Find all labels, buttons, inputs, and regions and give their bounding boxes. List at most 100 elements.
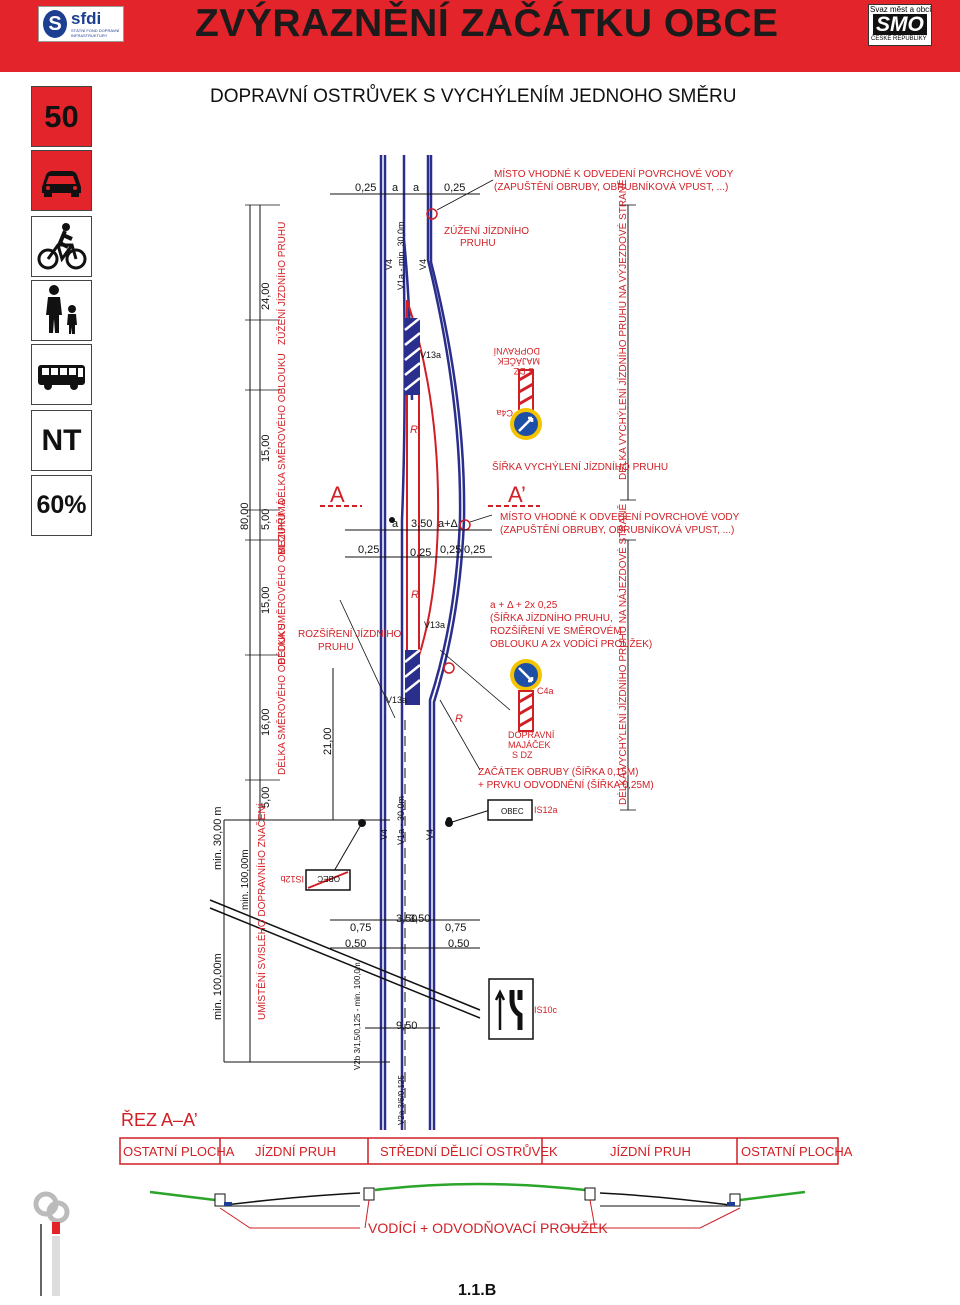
pedestrian-icon	[31, 280, 92, 341]
smo-logo-main: SMO	[873, 14, 927, 35]
car-icon	[31, 150, 92, 211]
sfdi-logo-subtext: STÁTNÍ FOND DOPRAVNÍ INFRASTRUKTURY	[71, 28, 120, 38]
vdim-24: 24,00	[260, 282, 272, 310]
dim-low-3: 0,75	[445, 922, 466, 934]
dim-low-0: 0,75	[350, 922, 371, 934]
code-v4-b: V4	[418, 259, 428, 270]
section-cell-1: JÍZDNÍ PRUH	[255, 1144, 336, 1159]
code-v13a-bottom: V13a	[386, 695, 407, 705]
note-c4a-bottom: C4a	[537, 686, 554, 696]
dim-low-1: 3,50	[396, 913, 417, 925]
radius-r1: R	[410, 424, 418, 436]
dim-mid-adelta: a+Δ	[438, 518, 459, 530]
slope-badge: 60%	[31, 475, 92, 536]
page-number: 1.1.B	[458, 1282, 497, 1299]
section-strip-label: VODÍCÍ + ODVODŇOVACÍ PROUŽEK	[368, 1220, 608, 1236]
vdim-15b: 15,00	[260, 586, 272, 614]
dim-mid-b1: 0,25	[410, 547, 431, 559]
section-cell-0: OSTATNÍ PLOCHA	[123, 1144, 235, 1159]
vlabel-oblouk-3: DÉLKA SMĚROVÉHO OBLOUKU	[275, 623, 288, 775]
vdim-5a: 5,00	[260, 509, 272, 530]
dim-low-2: 3,50	[409, 913, 430, 925]
bus-icon	[31, 344, 92, 405]
note-formula-4: OBLOUKU A 2x VODÍCÍ PROUŽEK)	[490, 637, 652, 650]
smo-logo-bottom: ČESKÉ REPUBLIKY	[871, 36, 927, 42]
vdim-80: 80,00	[239, 502, 251, 530]
sign-posts	[358, 517, 453, 827]
note-rozsireni-2: PRUHU	[318, 642, 354, 653]
note-misto-top-2: (ZAPUŠTĚNÍ OBRUBY, OBRUBNÍKOVÁ VPUST, ..…	[494, 180, 728, 193]
dim-mid-b2: 0,25	[440, 544, 461, 556]
note-sirka: ŠÍŘKA VYCHÝLENÍ JÍZDNÍHO PRUHU	[492, 460, 668, 473]
note-majacek-top-2: MAJÁČEK	[497, 356, 540, 366]
horizontal-dim-ticks	[245, 204, 636, 821]
note-is12b: IS12b	[280, 874, 304, 884]
code-v2b: V2b 3/1,5/0,125 - min. 100,0m	[353, 962, 362, 1070]
dim-width: 9,50	[396, 1020, 417, 1032]
note-majacek-bottom-3: S DZ	[512, 750, 533, 760]
code-v13a-top: V13a	[420, 350, 441, 360]
page-subtitle: DOPRAVNÍ OSTRŮVEK S VYCHÝLENÍM JEDNOHO S…	[210, 86, 737, 107]
sign-post-leaders	[329, 809, 491, 879]
road-edges	[379, 155, 466, 1130]
radius-r3: R	[455, 713, 463, 725]
sfdi-logo: S sfdi STÁTNÍ FOND DOPRAVNÍ INFRASTRUKTU…	[38, 6, 124, 42]
note-majacek-bottom-1: DOPRAVNÍ	[508, 730, 555, 740]
vlabel-mezi: MEZIPŘÍMÁ	[275, 499, 288, 555]
page-title: ZVÝRAZNĚNÍ ZAČÁTKU OBCE	[195, 2, 779, 45]
dimension-lines	[223, 193, 629, 1063]
vlabel-zuzeni: ZÚŽENÍ JÍZDNÍHO PRUHU	[275, 222, 288, 345]
section-cell-2: STŘEDNÍ DĚLICÍ OSTRŮVEK	[380, 1144, 558, 1159]
vlabel-oblouk-1: DÉLKA SMĚROVÉHO OBLOUKU	[275, 353, 288, 505]
obec-end-sign	[305, 869, 351, 891]
atelier-logo	[30, 1190, 70, 1300]
radius-r2: R	[411, 589, 419, 601]
note-misto-top: MÍSTO VHODNÉ K ODVEDENÍ POVRCHOVÉ VODY	[494, 167, 734, 180]
dim-top-3: 0,25	[444, 182, 465, 194]
vdim-min100a: min. 100,00m	[240, 849, 251, 910]
vdim-5b: 5,00	[260, 787, 272, 808]
code-v4-d: V4	[425, 829, 435, 840]
section-cell-4: OSTATNÍ PLOCHA	[741, 1144, 853, 1159]
section-title: ŘEZ A–A’	[121, 1110, 198, 1130]
nt-badge: NT	[31, 410, 92, 471]
note-zuzeni: ZÚŽENÍ JÍZDNÍHO	[444, 224, 529, 237]
note-rozsireni: ROZŠÍŘENÍ JÍZDNÍHO	[298, 627, 402, 640]
cross-section-profile	[149, 1182, 806, 1229]
speed-limit-badge: 50	[31, 86, 92, 147]
code-v4-c: V4	[379, 829, 389, 840]
code-v1a-top: V1a - min. 30,0m	[396, 221, 406, 290]
vdim-21: 21,00	[322, 727, 334, 755]
section-mark-a2: A’	[508, 482, 526, 507]
note-formula-2: (ŠÍŘKA JÍZDNÍHO PRUHU,	[490, 611, 613, 624]
obec-sign-text: OBEC	[501, 807, 524, 816]
code-v4-a: V4	[384, 259, 394, 270]
note-formula-1: a + Δ + 2x 0,25	[490, 600, 558, 611]
dim-mid-b3: 0,25	[464, 544, 485, 556]
code-v13a-mid: V13a	[424, 620, 445, 630]
section-mark-a: A	[330, 482, 345, 507]
note-majacek-bottom-2: MAJÁČEK	[508, 740, 551, 750]
dim-mid-b0: 0,25	[358, 544, 379, 556]
sfdi-logo-text: sfdi	[71, 9, 102, 28]
section-table	[119, 1137, 839, 1165]
leader-lines	[339, 179, 511, 771]
vdim-min30: min. 30,00 m	[212, 806, 224, 870]
note-majacek-top-1: DOPRAVNÍ	[493, 346, 540, 356]
vdim-15a: 15,00	[260, 434, 272, 462]
vdim-16: 16,00	[260, 708, 272, 736]
note-zuzeni-2: PRUHU	[460, 238, 496, 249]
lane-shift-sign	[488, 978, 534, 1040]
obec-end-sign-text: OBEC	[317, 874, 340, 883]
dim-low-b0: 0,50	[345, 938, 366, 950]
dim-low-b1: 0,50	[448, 938, 469, 950]
dim-top-0: 0,25	[355, 182, 376, 194]
vlabel-vyjezd: DÉLKA VYCHÝLENÍ JÍZDNÍHO PRUHU NA VÝJEZD…	[616, 179, 629, 480]
vdim-min100b: min. 100,00m	[212, 953, 224, 1020]
vlabel-oblouk-2: DÉLKA SMĚROVÉHO OBLOUKU	[275, 513, 288, 665]
note-misto-mid: MÍSTO VHODNÉ K ODVEDENÍ POVRCHOVÉ VODY	[500, 510, 740, 523]
note-misto-mid-2: (ZAPUŠTĚNÍ OBRUBY, OBRUBNÍKOVÁ VPUST, ..…	[500, 523, 734, 536]
section-cell-3: JÍZDNÍ PRUH	[610, 1144, 691, 1159]
railway-line	[209, 899, 481, 1019]
